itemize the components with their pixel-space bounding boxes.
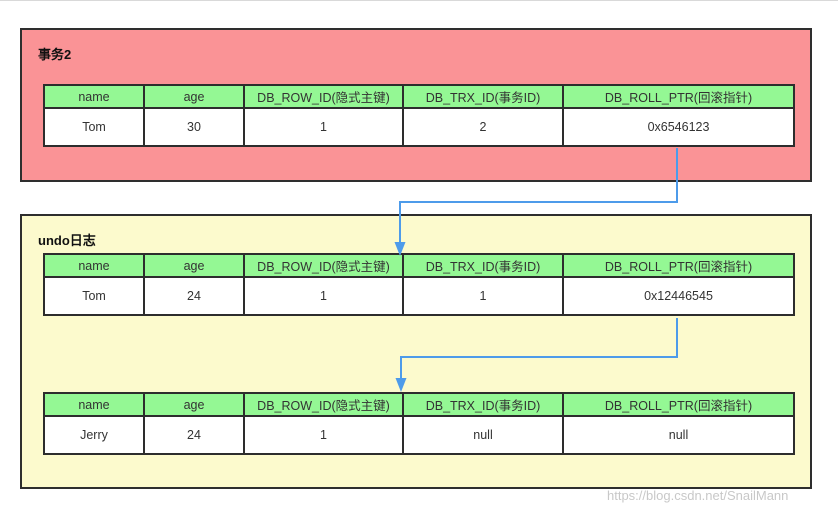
- table-row: Tom 24 1 1 0x12446545: [43, 276, 795, 316]
- cell-db-row-id: 1: [243, 276, 404, 316]
- column-header-db-trx-id: DB_TRX_ID(事务ID): [402, 392, 564, 417]
- header-row: name age DB_ROW_ID(隐式主键) DB_TRX_ID(事务ID)…: [43, 84, 795, 109]
- column-header-db-trx-id: DB_TRX_ID(事务ID): [402, 253, 564, 278]
- column-header-db-roll-ptr: DB_ROLL_PTR(回滚指针): [562, 84, 795, 109]
- cell-age: 24: [143, 276, 245, 316]
- transaction-record-table: name age DB_ROW_ID(隐式主键) DB_TRX_ID(事务ID)…: [43, 84, 795, 147]
- cell-db-roll-ptr: null: [562, 415, 795, 455]
- column-header-name: name: [43, 253, 145, 278]
- column-header-db-row-id: DB_ROW_ID(隐式主键): [243, 253, 404, 278]
- cell-name: Tom: [43, 276, 145, 316]
- column-header-age: age: [143, 253, 245, 278]
- column-header-db-roll-ptr: DB_ROLL_PTR(回滚指针): [562, 253, 795, 278]
- cell-db-trx-id: null: [402, 415, 564, 455]
- undo-record-table-2: name age DB_ROW_ID(隐式主键) DB_TRX_ID(事务ID)…: [43, 392, 795, 455]
- cell-db-trx-id: 1: [402, 276, 564, 316]
- column-header-db-trx-id: DB_TRX_ID(事务ID): [402, 84, 564, 109]
- cell-db-trx-id: 2: [402, 107, 564, 147]
- cell-db-roll-ptr: 0x6546123: [562, 107, 795, 147]
- header-row: name age DB_ROW_ID(隐式主键) DB_TRX_ID(事务ID)…: [43, 392, 795, 417]
- cell-name: Jerry: [43, 415, 145, 455]
- top-divider: [0, 0, 838, 1]
- cell-name: Tom: [43, 107, 145, 147]
- column-header-age: age: [143, 84, 245, 109]
- header-row: name age DB_ROW_ID(隐式主键) DB_TRX_ID(事务ID)…: [43, 253, 795, 278]
- cell-db-row-id: 1: [243, 107, 404, 147]
- cell-age: 30: [143, 107, 245, 147]
- column-header-name: name: [43, 84, 145, 109]
- undo-log-box-title: undo日志: [38, 233, 96, 248]
- column-header-name: name: [43, 392, 145, 417]
- column-header-db-row-id: DB_ROW_ID(隐式主键): [243, 84, 404, 109]
- column-header-db-roll-ptr: DB_ROLL_PTR(回滚指针): [562, 392, 795, 417]
- transaction-box-title: 事务2: [38, 47, 72, 62]
- cell-age: 24: [143, 415, 245, 455]
- table-row: Jerry 24 1 null null: [43, 415, 795, 455]
- cell-db-roll-ptr: 0x12446545: [562, 276, 795, 316]
- column-header-db-row-id: DB_ROW_ID(隐式主键): [243, 392, 404, 417]
- cell-db-row-id: 1: [243, 415, 404, 455]
- column-header-age: age: [143, 392, 245, 417]
- undo-record-table-1: name age DB_ROW_ID(隐式主键) DB_TRX_ID(事务ID)…: [43, 253, 795, 316]
- watermark-text: https://blog.csdn.net/SnailMann: [607, 488, 789, 503]
- table-row: Tom 30 1 2 0x6546123: [43, 107, 795, 147]
